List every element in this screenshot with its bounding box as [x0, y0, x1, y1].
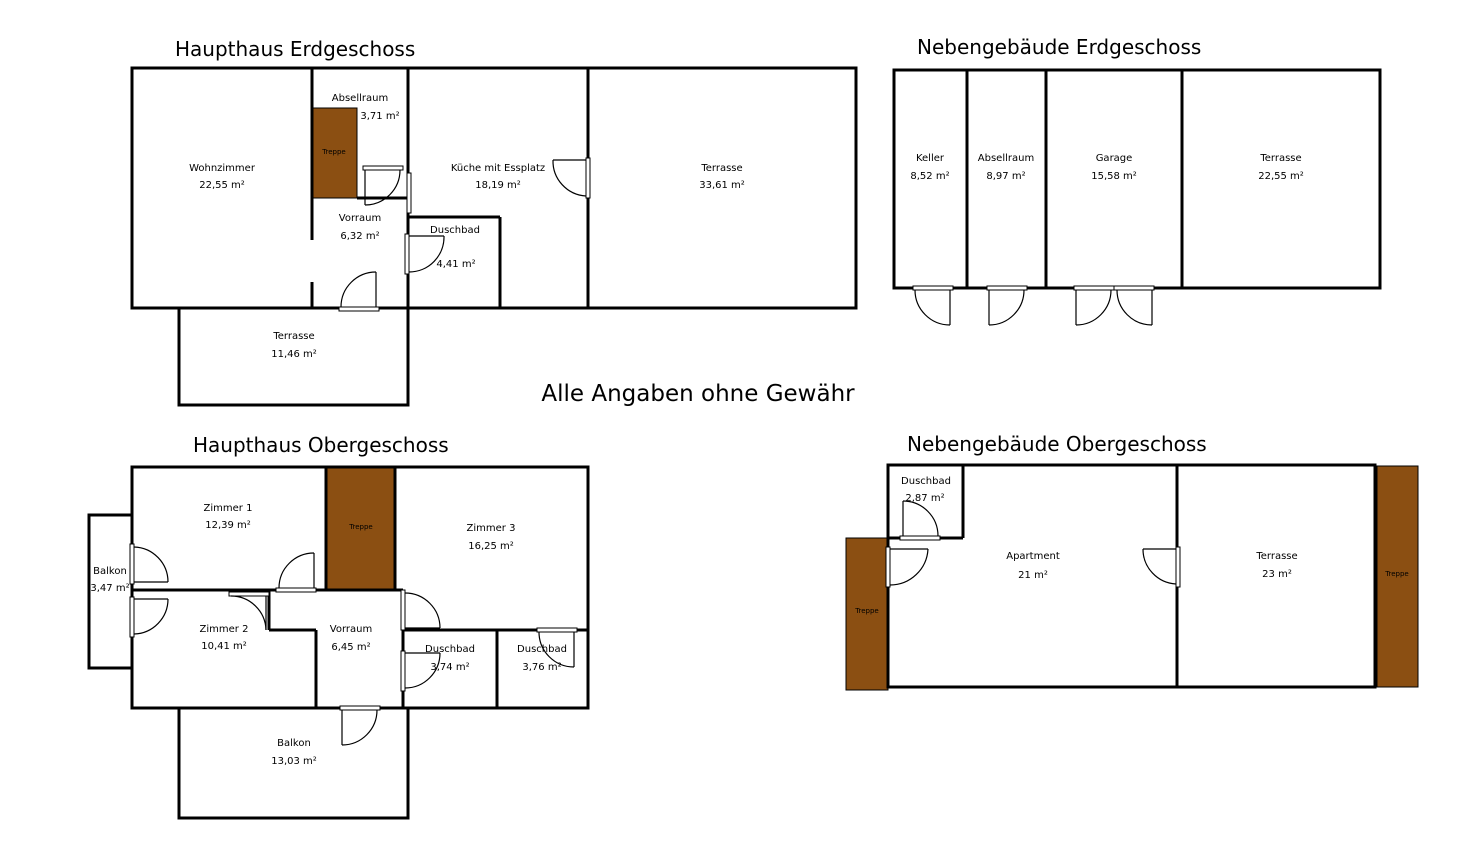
room-area-balkon-gross: 13,03 m²: [271, 756, 317, 767]
door: [552, 157, 591, 199]
door: [406, 172, 412, 214]
room-area-duschbad: 4,41 m²: [436, 259, 475, 270]
room-area-balkon-klein: 3,47 m²: [90, 583, 129, 594]
room-name-zimmer1: Zimmer 1: [204, 503, 253, 514]
room-name-abstellraum: Absellraum: [978, 153, 1034, 164]
room-name-duschbad1: Duschbad: [425, 644, 475, 655]
room-area-garage: 15,58 m²: [1091, 171, 1137, 182]
room-area-keller: 8,52 m²: [910, 171, 949, 182]
room-area-duschbad: 2,87 m²: [905, 493, 944, 504]
room-name-terrasse-gross: Terrasse: [700, 163, 742, 174]
haupthaus-obergeschoss: Haupthaus Obergeschoss Treppe: [87, 433, 590, 820]
floor-title-haupthaus-og: Haupthaus Obergeschoss: [193, 433, 449, 457]
nebengebaeude-erdgeschoss: Nebengebäude Erdgeschoss Keller 8,52 m²: [892, 35, 1382, 326]
room-area-vorraum: 6,32 m²: [340, 231, 379, 242]
room-area-wohnzimmer: 22,55 m²: [199, 180, 245, 191]
exterior-wall: [886, 463, 1377, 689]
room-name-terrasse-klein: Terrasse: [272, 331, 314, 342]
stair-label: Treppe: [321, 148, 345, 156]
room-area-zimmer1: 12,39 m²: [205, 520, 251, 531]
room-name-duschbad: Duschbad: [901, 476, 951, 487]
door: [400, 589, 441, 631]
room-area-terrasse: 23 m²: [1262, 569, 1292, 580]
floor-title-nebengebaeude-eg: Nebengebäude Erdgeschoss: [917, 35, 1201, 59]
disclaimer-notice: Alle Angaben ohne Gewähr: [541, 381, 855, 407]
exterior-wall: [177, 706, 410, 820]
room-name-balkon-gross: Balkon: [277, 738, 311, 749]
door: [339, 705, 381, 746]
haupthaus-erdgeschoss: Haupthaus Erdgeschoss Treppe: [130, 37, 858, 407]
room-area-duschbad1: 3,74 m²: [430, 662, 469, 673]
stair-left-label: Treppe: [854, 607, 878, 615]
room-name-garage: Garage: [1096, 153, 1133, 164]
door: [1113, 285, 1155, 326]
door: [129, 596, 169, 638]
exterior-wall: [177, 306, 410, 407]
room-area-terrasse: 22,55 m²: [1258, 171, 1304, 182]
room-name-wohnzimmer: Wohnzimmer: [189, 163, 256, 174]
door: [986, 285, 1028, 326]
room-area-duschbad2: 3,76 m²: [522, 662, 561, 673]
door: [404, 233, 445, 275]
room-area-abstellraum: 3,71 m²: [360, 111, 399, 122]
door: [912, 285, 954, 326]
room-name-duschbad2: Duschbad: [517, 644, 567, 655]
room-area-kueche: 18,19 m²: [475, 180, 521, 191]
door: [228, 591, 270, 631]
room-name-duschbad: Duschbad: [430, 225, 480, 236]
floor-title-haupthaus-eg: Haupthaus Erdgeschoss: [175, 37, 415, 61]
door: [400, 650, 441, 692]
room-name-balkon-klein: Balkon: [93, 566, 127, 577]
stair-right-label: Treppe: [1384, 570, 1408, 578]
stair-left: [845, 537, 889, 691]
nebengebaeude-obergeschoss: Nebengebäude Obergeschoss Treppe Treppe …: [845, 432, 1419, 691]
door: [1142, 546, 1181, 588]
floor-title-nebengebaeude-og: Nebengebäude Obergeschoss: [907, 432, 1207, 456]
door: [362, 165, 404, 206]
room-name-apartment: Apartment: [1006, 551, 1060, 562]
door: [536, 627, 578, 668]
stair: [311, 107, 358, 199]
room-name-kueche: Küche mit Essplatz: [451, 163, 545, 174]
room-area-terrasse-gross: 33,61 m²: [699, 180, 745, 191]
door: [1073, 285, 1115, 326]
door: [129, 543, 169, 585]
stair: [325, 466, 396, 591]
room-name-keller: Keller: [916, 153, 945, 164]
room-area-apartment: 21 m²: [1018, 570, 1048, 581]
room-name-terrasse: Terrasse: [1259, 153, 1301, 164]
room-area-terrasse-klein: 11,46 m²: [271, 349, 317, 360]
room-area-abstellraum: 8,97 m²: [986, 171, 1025, 182]
stair-label: Treppe: [348, 523, 372, 531]
door: [885, 546, 929, 588]
room-name-abstellraum: Absellraum: [332, 93, 388, 104]
room-name-vorraum: Vorraum: [330, 624, 372, 635]
room-name-zimmer2: Zimmer 2: [200, 624, 249, 635]
door: [275, 552, 317, 593]
room-area-vorraum: 6,45 m²: [331, 642, 370, 653]
room-area-zimmer3: 16,25 m²: [468, 541, 514, 552]
door: [338, 271, 380, 312]
door: [899, 500, 941, 541]
stair-right: [1376, 465, 1419, 688]
room-name-terrasse: Terrasse: [1255, 551, 1297, 562]
room-name-vorraum: Vorraum: [339, 213, 381, 224]
exterior-wall: [130, 66, 858, 310]
room-area-zimmer2: 10,41 m²: [201, 641, 247, 652]
room-name-zimmer3: Zimmer 3: [467, 523, 516, 534]
